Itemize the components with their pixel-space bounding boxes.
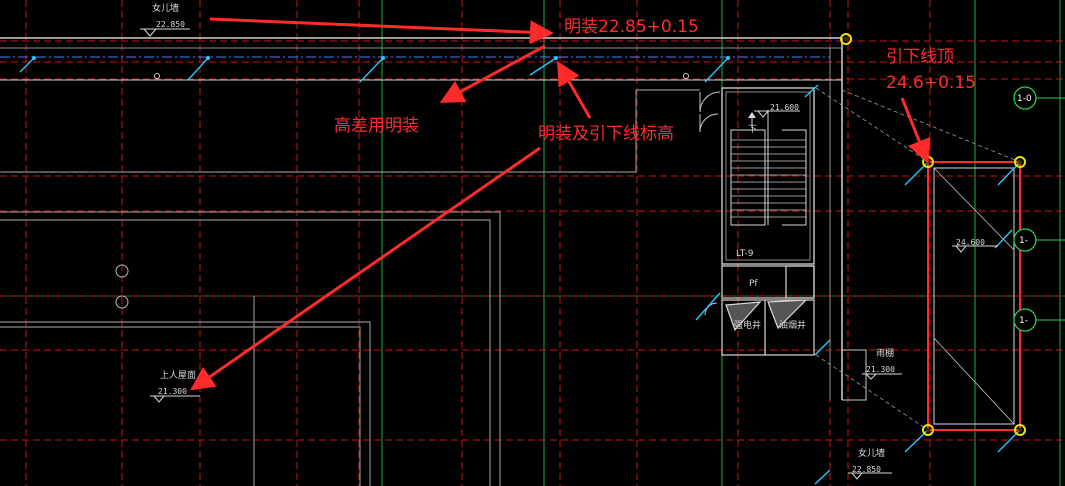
- annotation-top-install: 明装22.85+0.15: [564, 17, 699, 37]
- elec-shaft-label: 强电井: [734, 319, 761, 331]
- roof-elevation: 21.300: [158, 387, 187, 396]
- annotation-height-diff: 高差用明装: [334, 116, 419, 136]
- stair-core: [721, 87, 815, 265]
- downlead-frame: [815, 87, 1021, 431]
- parapet-top-name: 女儿墙: [152, 2, 179, 14]
- parapet-top-elevation: 22.850: [156, 20, 185, 29]
- axis-bubbles: [1013, 86, 1037, 332]
- cyan-dots: [32, 56, 730, 60]
- axis-label-top: 1-0: [1017, 94, 1032, 104]
- parapet-bottom-elevation: 22.850: [852, 465, 881, 474]
- small-fixture-symbols: [154, 73, 689, 79]
- arrow-height-diff: [439, 44, 546, 103]
- downlead-marker-top-corner: [840, 33, 852, 45]
- axis-label-low: 1-: [1019, 316, 1028, 326]
- downlead-marker-br: [1014, 424, 1026, 436]
- door-swings: [699, 91, 721, 316]
- shaft-rooms: [721, 265, 815, 356]
- arrow-install-downlead: [557, 60, 592, 119]
- arrow-downlead-top: [900, 97, 931, 164]
- canopy-elevation: 21.300: [866, 365, 895, 374]
- downlead-marker-bl: [922, 424, 934, 436]
- lift-id-label: LT-9: [736, 249, 754, 259]
- canopy-outline: [842, 349, 867, 401]
- canopy-name-label: 雨棚: [876, 347, 894, 359]
- stair-down-label: 下: [748, 125, 757, 135]
- wall-outlines: [0, 89, 700, 486]
- roof-edge-lines: [0, 37, 843, 400]
- small-circles: [115, 264, 129, 309]
- roof-name-label: 上人屋面: [160, 370, 196, 381]
- oil-shaft-label: 油烟井: [779, 319, 806, 331]
- annotation-downlead-top-line1: 引下线顶: [886, 47, 954, 67]
- annotation-downlead-top-line2: 24.6+0.15: [886, 73, 976, 93]
- arrow-top-install: [209, 17, 554, 45]
- arrow-roof-elevation: [190, 146, 541, 391]
- axis-label-mid: 1-: [1019, 236, 1028, 246]
- parapet-bottom-name: 女儿墙: [858, 447, 885, 459]
- annotation-install-downlead: 明装及引下线标高: [538, 124, 674, 144]
- cyan-markers: [19, 57, 1021, 485]
- downlead-marker-tr: [1014, 156, 1026, 168]
- tower-elevation: 24.600: [956, 238, 985, 247]
- elevation-triangle-icons: [140, 28, 998, 480]
- stair-elevation: 21.600: [770, 103, 799, 112]
- annotation-arrows: [190, 17, 931, 391]
- pf-label: Pf: [749, 279, 758, 289]
- yellow-ring-markers: [840, 33, 1026, 436]
